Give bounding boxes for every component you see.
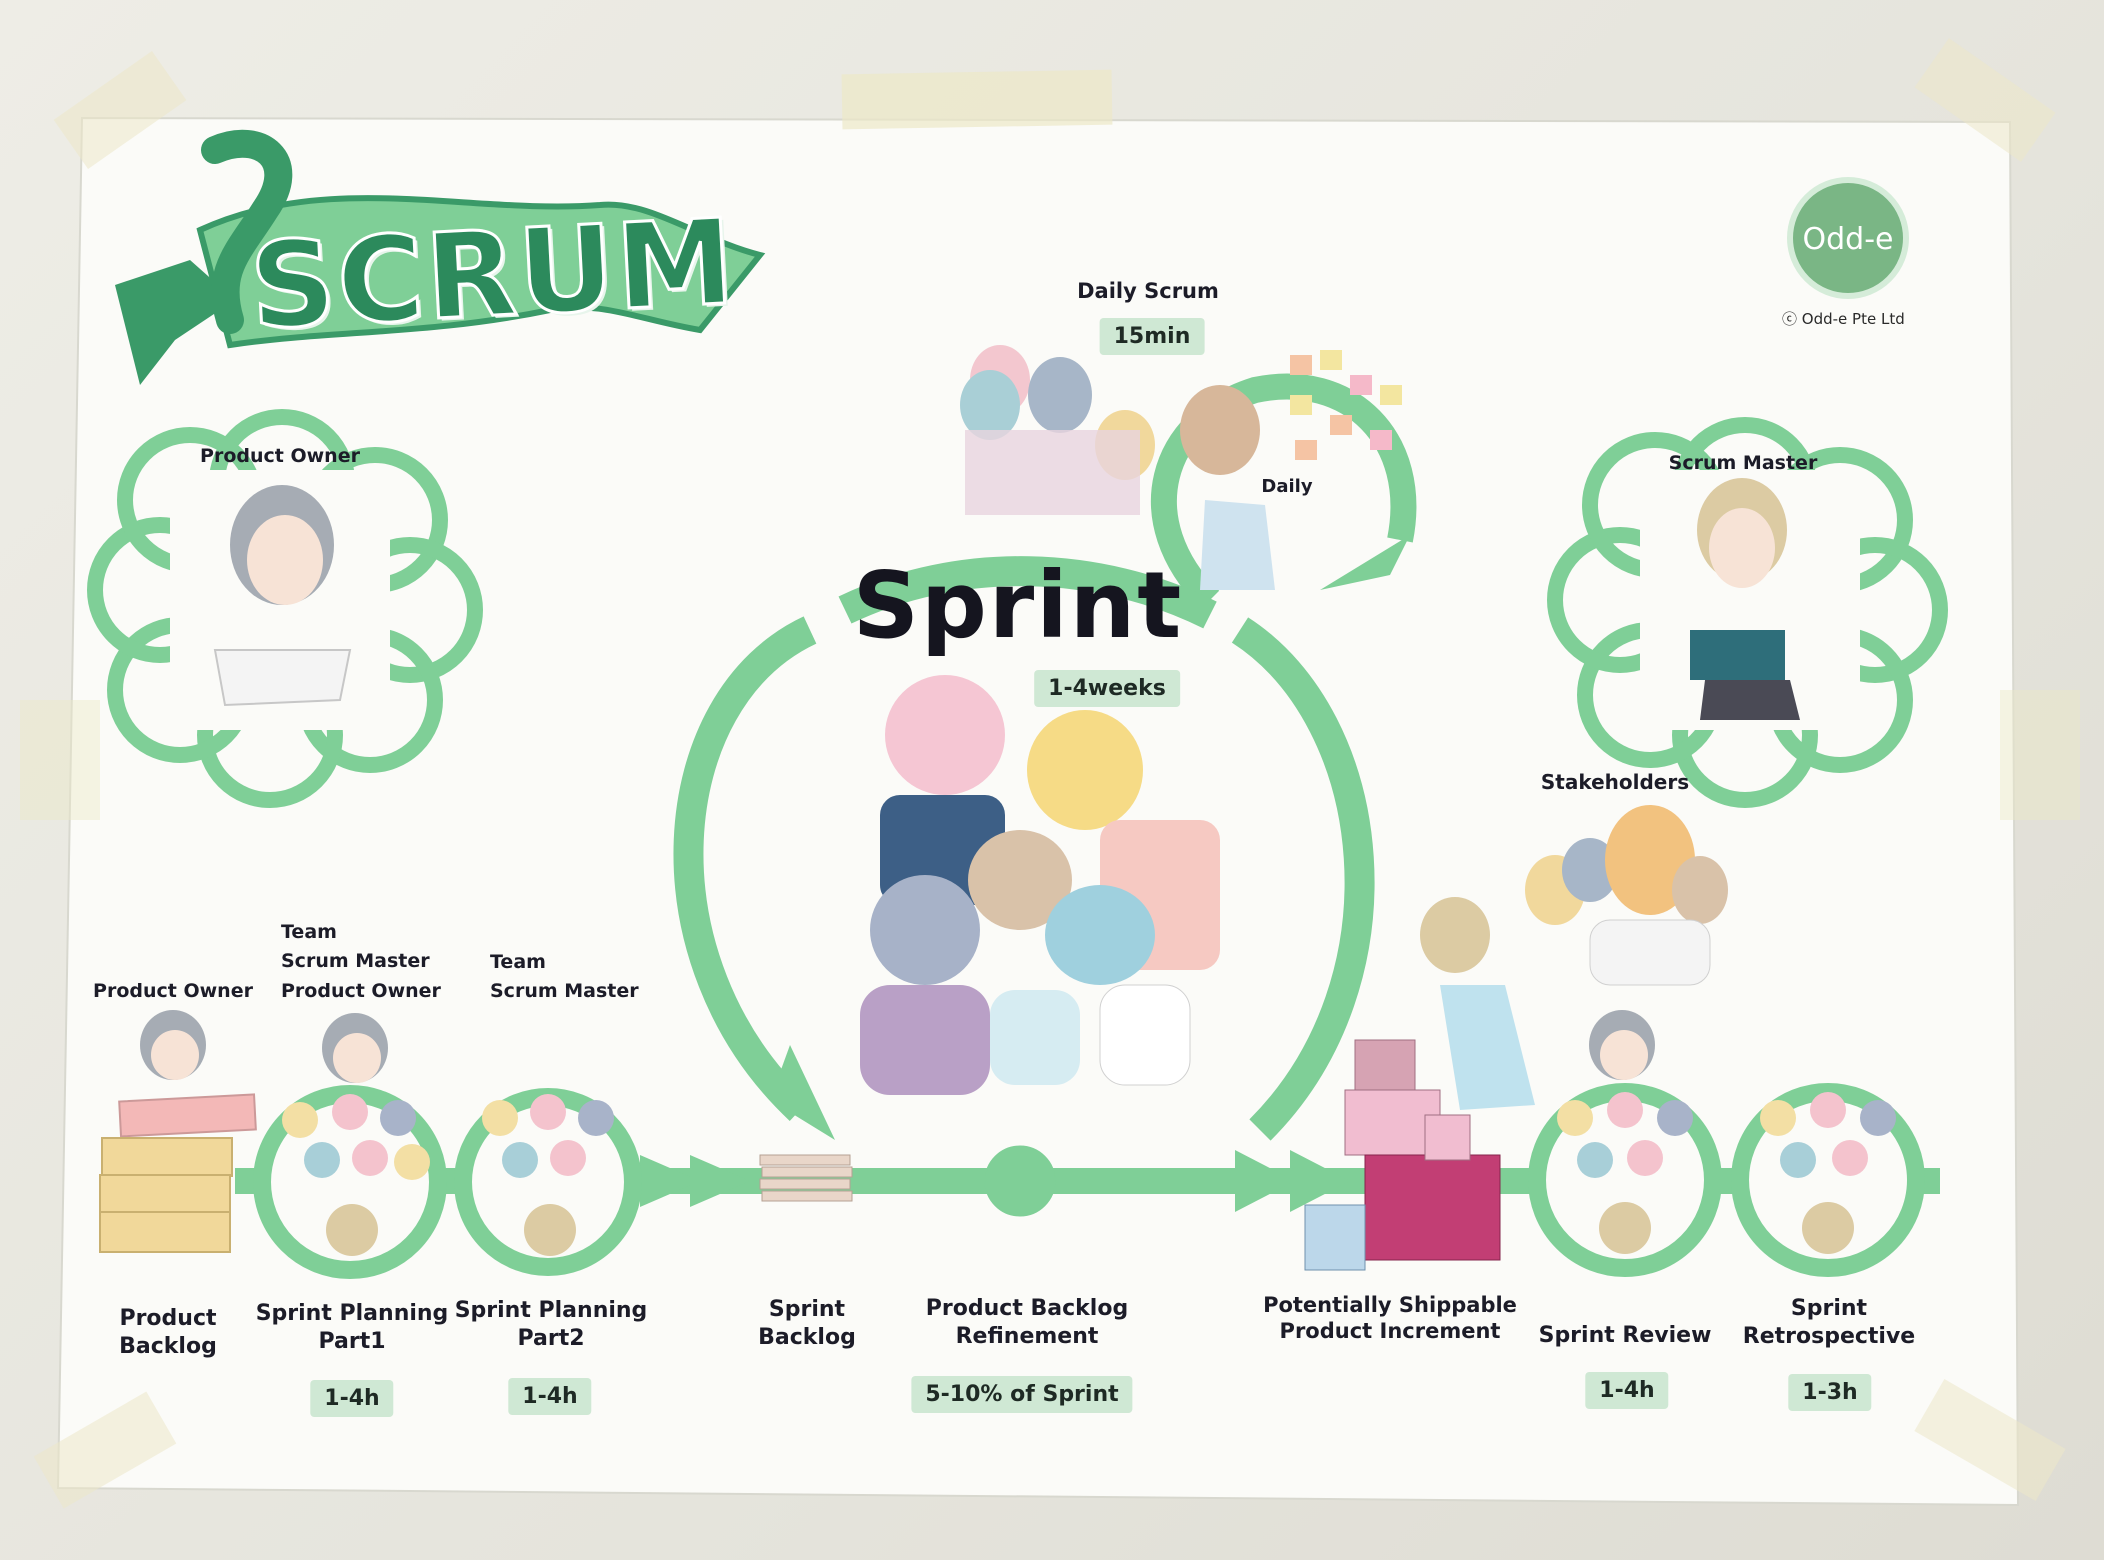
scrum-master-character [1690,478,1800,720]
daily-character [1180,385,1275,590]
sprint-title: Sprint [852,552,1184,659]
increment-character [1420,897,1535,1110]
increment-label-line1: Potentially Shippable [1263,1293,1517,1317]
sprint-cycle [673,556,1375,1141]
daily-team-group [960,345,1155,515]
backlog-owner-label: Product Owner [93,980,253,1002]
planning-1-attendees: Team Scrum Master Product Owner [281,918,441,1006]
sprint-planning-2-label-line1: Sprint Planning [454,1298,648,1323]
planning-2-attendees: Team Scrum Master [490,948,639,1007]
tape-bottom-right [1914,1379,2066,1501]
daily-board-label: Daily [1261,476,1313,497]
sprint-backlog-label-line2: Backlog [758,1324,856,1350]
refinement-label-line2: Refinement [955,1323,1099,1349]
product-owner-role-label: Product Owner [200,445,360,467]
planning-2-attendee: Team [490,951,546,973]
brand-copyright: ⓒ Odd-e Pte Ltd [1782,308,1905,329]
sprint-review-label: Sprint Review [1538,1323,1712,1348]
sprint-planning-1-duration: 1-4h [310,1380,394,1417]
brand-logo-text: Odd-e [1802,222,1894,257]
increment-label: Potentially Shippable Product Increment [1263,1292,1517,1345]
tape-top-left [53,51,187,169]
tape-top-right [1914,38,2056,162]
flow-arrows [640,1150,1350,1212]
product-backlog-label: Product Backlog [119,1305,217,1360]
scrum-master-role-label: Scrum Master [1668,452,1818,474]
tape-bottom-left [33,1391,177,1509]
sprint-planning-2-ring [454,1088,642,1276]
retrospective-label: Sprint Retrospective [1743,1295,1915,1350]
task-board [1290,350,1402,460]
planning-1-attendee: Team [281,921,337,943]
increment-gifts [1304,1039,1501,1271]
tape-left [20,700,100,820]
product-owner-character [213,485,352,707]
sprint-planning-2-duration: 1-4h [508,1378,592,1415]
sprint-planning-1-label-line1: Sprint Planning [255,1301,449,1326]
daily-scrum-label: Daily Scrum [1077,279,1219,303]
planning-2-attendee: Scrum Master [490,980,639,1003]
retrospective-label-line1: Sprint [1790,1296,1868,1321]
stakeholders-label: Stakeholders [1540,770,1690,794]
stakeholders-group [1525,805,1728,986]
planning-1-attendee: Product Owner [281,979,441,1002]
sprint-backlog-stack [759,1154,853,1202]
scrum-title: SCRUM [245,191,740,357]
sprint-planning-1-label: Sprint Planning Part1 [256,1300,449,1355]
review-po-face [1589,1010,1655,1080]
backlog-owner-face [140,1010,206,1080]
sprint-planning-2-label-line2: Part2 [517,1325,585,1351]
daily-scrum-duration: 15min [1099,318,1205,355]
retrospective-ring [1710,1083,1925,1277]
sprint-review-ring [1528,1083,1722,1277]
product-backlog-stack [99,1093,257,1253]
sprint-backlog-label: Sprint Backlog [758,1296,856,1351]
planning-1-attendee: Scrum Master [281,950,430,973]
increment-label-line2: Product Increment [1279,1319,1501,1344]
odd-e-logo [1787,177,1909,299]
tape-right [2000,690,2080,820]
daily-scrum-loop [1150,373,1417,610]
sprint-duration: 1-4weeks [1034,670,1180,707]
copyright-icon: ⓒ [1782,310,1798,328]
refinement-label-line1: Product Backlog [925,1296,1129,1321]
retrospective-label-line2: Retrospective [1742,1323,1916,1349]
sprint-review-duration: 1-4h [1585,1372,1669,1409]
product-backlog-label-line2: Backlog [119,1333,217,1359]
brand-copyright-text: Odd-e Pte Ltd [1801,310,1905,328]
product-backlog-label-line1: Product [119,1306,217,1331]
sprint-backlog-label-line1: Sprint [768,1297,846,1322]
planning-1-po-face [322,1013,388,1083]
sprint-team-group [860,675,1220,1095]
tape-top [841,69,1113,130]
refinement-label: Product Backlog Refinement [926,1295,1128,1350]
sprint-planning-1-ring [253,1085,447,1279]
retrospective-duration: 1-3h [1788,1374,1872,1411]
sprint-planning-1-label-line2: Part1 [318,1328,386,1354]
sprint-planning-2-label: Sprint Planning Part2 [455,1297,648,1352]
refinement-duration: 5-10% of Sprint [911,1376,1133,1413]
scrum-ribbon [115,129,766,385]
